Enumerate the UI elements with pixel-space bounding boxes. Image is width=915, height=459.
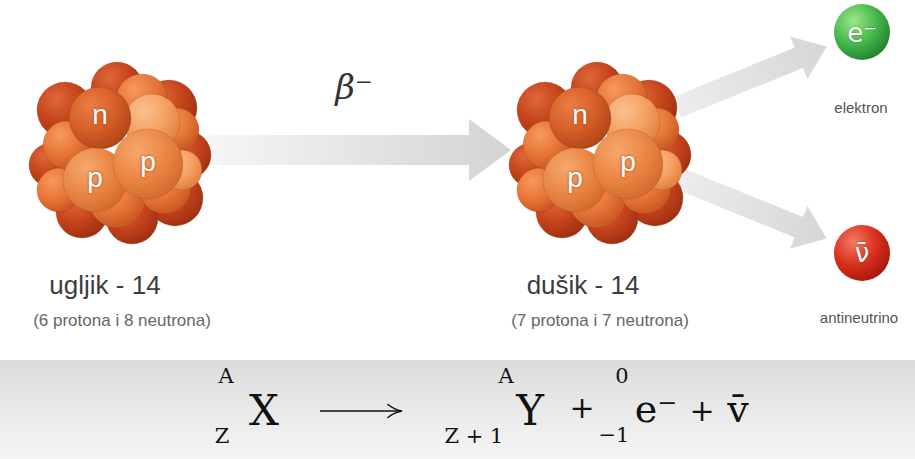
carbon-nucleus: nppugljik - 14(6 protona i 8 neutrona) (37, 70, 197, 230)
particle-ball (834, 4, 890, 60)
antineutrino-symbol: v̄ (727, 389, 748, 431)
daughter-symbol: Y (516, 388, 544, 434)
mass-number: 0 (615, 365, 628, 388)
isotope-name: dušik - 14 (527, 271, 640, 300)
emission-arrow (673, 167, 827, 248)
electron-particle: e⁻elektron (834, 4, 890, 60)
parent-symbol: X (249, 388, 279, 434)
decay-arrow (197, 119, 511, 181)
neutron-sphere (549, 87, 611, 149)
reaction-arrow-shaft (320, 410, 400, 412)
nitrogen-nucleus: nppdušik - 14(7 protona i 7 neutrona) (517, 70, 677, 230)
proton-label: p (567, 163, 583, 194)
neutron-label: n (572, 100, 588, 131)
proton-label: p (620, 147, 636, 178)
equation-band-ground (0, 360, 915, 459)
particle-name: elektron (834, 100, 887, 117)
particle-symbol: e⁻ (847, 19, 877, 48)
charge-number: −1 (599, 424, 630, 447)
antineutrino-particle: ν̄antineutrino (834, 225, 890, 281)
proton-sphere (113, 129, 183, 199)
atomic-number: Z + 1 (445, 425, 504, 448)
mass-number: A (218, 365, 233, 388)
proton-label: p (140, 147, 156, 178)
isotope-composition: (6 protona i 8 neutrona) (33, 312, 211, 331)
proton-label: p (87, 163, 103, 194)
nucleus-illustration (517, 70, 677, 230)
reaction-arrow-head (388, 405, 402, 418)
neutron-label: n (92, 100, 108, 131)
particle-symbol: ν̄ (855, 239, 870, 268)
proton-sphere (593, 129, 663, 199)
isotope-name: ugljik - 14 (49, 271, 160, 300)
decay-equation-band: AZXAZ + 1Y+0−1e⁻+v̄ (0, 360, 915, 459)
nucleus-illustration (37, 70, 197, 230)
particle-ball (834, 225, 890, 281)
isotope-composition: (7 protona i 7 neutrona) (511, 312, 689, 331)
plus-sign: + (569, 391, 594, 424)
atomic-number: Z (215, 425, 230, 448)
decay-type-label: β⁻ (335, 69, 373, 106)
neutron-sphere (69, 87, 131, 149)
particle-name: antineutrino (820, 310, 898, 327)
plus-sign: + (689, 394, 714, 427)
electron-symbol: e⁻ (635, 389, 678, 431)
emission-arrow (673, 36, 827, 117)
mass-number: A (498, 365, 513, 388)
